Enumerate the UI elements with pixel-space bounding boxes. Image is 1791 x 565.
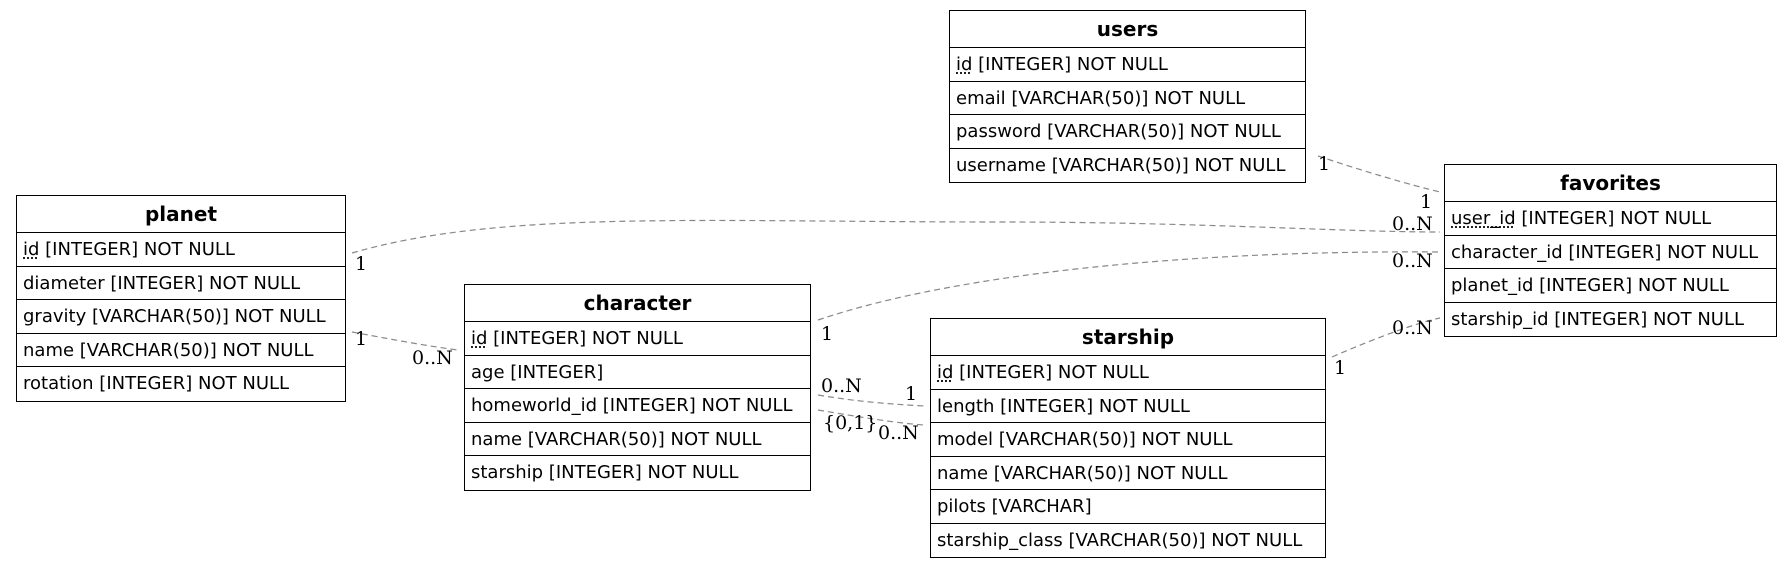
primary-key: user_id <box>1451 208 1516 229</box>
column-text: username [VARCHAR(50)] NOT NULL <box>956 154 1286 176</box>
column-row: planet_id [INTEGER] NOT NULL <box>1445 269 1776 303</box>
primary-key: id <box>956 54 973 75</box>
card-character-starship-pilot-to: 0..N <box>878 422 919 444</box>
column-row: email [VARCHAR(50)] NOT NULL <box>950 82 1305 115</box>
table-title: users <box>950 11 1305 48</box>
card-character-starship-pilot-from: {0,1} <box>823 412 877 434</box>
card-character-starship-homeworld-to: 1 <box>905 383 917 405</box>
card-users-favorites-to: 1 <box>1420 191 1432 213</box>
column-row: homeworld_id [INTEGER] NOT NULL <box>465 389 810 423</box>
column-text: [INTEGER] NOT NULL <box>972 54 1168 75</box>
card-character-starship-homeworld-from: 0..N <box>821 375 862 397</box>
column-text: name [VARCHAR(50)] NOT NULL <box>471 428 762 450</box>
card-starship-favorites-from: 1 <box>1334 357 1346 379</box>
edge-character-favorites <box>817 251 1441 321</box>
column-text: pilots [VARCHAR] <box>937 496 1092 517</box>
card-planet-character-from: 1 <box>355 328 367 350</box>
column-text: model [VARCHAR(50)] NOT NULL <box>937 429 1233 450</box>
column-row: starship_class [VARCHAR(50)] NOT NULL <box>931 524 1325 558</box>
column-text: [INTEGER] NOT NULL <box>953 362 1149 383</box>
column-text: name [VARCHAR(50)] NOT NULL <box>937 462 1228 484</box>
column-row: id [INTEGER] NOT NULL <box>931 356 1325 390</box>
column-row: id [INTEGER] NOT NULL <box>17 233 345 267</box>
column-text: name [VARCHAR(50)] NOT NULL <box>23 339 314 361</box>
column-row: starship [INTEGER] NOT NULL <box>465 456 810 490</box>
card-planet-favorites-to: 0..N <box>1392 213 1433 235</box>
column-row: user_id [INTEGER] NOT NULL <box>1445 202 1776 236</box>
table-title: starship <box>931 319 1325 356</box>
column-row: pilots [VARCHAR] <box>931 490 1325 524</box>
primary-key: id <box>23 239 40 260</box>
column-text: age [INTEGER] <box>471 361 604 383</box>
table-title: character <box>465 285 810 322</box>
table-title: favorites <box>1445 165 1776 202</box>
card-users-favorites-from: 1 <box>1318 153 1330 175</box>
primary-key: id <box>937 362 954 383</box>
column-row: character_id [INTEGER] NOT NULL <box>1445 236 1776 269</box>
column-row: gravity [VARCHAR(50)] NOT NULL <box>17 300 345 334</box>
edge-planet-favorites <box>351 219 1441 254</box>
column-row: age [INTEGER] <box>465 356 810 389</box>
column-row: model [VARCHAR(50)] NOT NULL <box>931 423 1325 457</box>
column-text: [INTEGER] NOT NULL <box>487 328 683 349</box>
column-row: rotation [INTEGER] NOT NULL <box>17 367 345 401</box>
column-text: rotation [INTEGER] NOT NULL <box>23 373 290 394</box>
edge-character-starship-pilot <box>817 409 925 426</box>
table-starship: starship id [INTEGER] NOT NULL length [I… <box>930 318 1326 558</box>
card-planet-character-to: 0..N <box>412 347 453 369</box>
edge-character-starship-homeworld <box>817 394 925 407</box>
edge-planet-character <box>351 331 459 351</box>
table-planet: planet id [INTEGER] NOT NULL diameter [I… <box>16 195 346 402</box>
column-row: starship_id [INTEGER] NOT NULL <box>1445 303 1776 337</box>
card-character-favorites-from: 1 <box>821 323 833 345</box>
card-character-favorites-to: 0..N <box>1392 250 1433 272</box>
column-row: name [VARCHAR(50)] NOT NULL <box>17 334 345 367</box>
column-text: length [INTEGER] NOT NULL <box>937 395 1190 417</box>
column-text: [INTEGER] NOT NULL <box>1515 208 1712 229</box>
column-text: starship_class [VARCHAR(50)] NOT NULL <box>937 529 1303 551</box>
card-planet-favorites-from: 1 <box>355 253 367 275</box>
primary-key: id <box>471 328 488 349</box>
column-row: length [INTEGER] NOT NULL <box>931 390 1325 423</box>
column-text: homeworld_id [INTEGER] NOT NULL <box>471 395 793 416</box>
column-row: username [VARCHAR(50)] NOT NULL <box>950 149 1305 183</box>
column-text: character_id [INTEGER] NOT NULL <box>1451 241 1759 263</box>
column-text: password [VARCHAR(50)] NOT NULL <box>956 121 1281 142</box>
column-row: id [INTEGER] NOT NULL <box>465 322 810 356</box>
column-text: [INTEGER] NOT NULL <box>39 239 235 260</box>
column-row: name [VARCHAR(50)] NOT NULL <box>465 423 810 456</box>
table-favorites: favorites user_id [INTEGER] NOT NULL cha… <box>1444 164 1777 337</box>
card-starship-favorites-to: 0..N <box>1392 317 1433 339</box>
column-row: name [VARCHAR(50)] NOT NULL <box>931 457 1325 490</box>
table-character: character id [INTEGER] NOT NULL age [INT… <box>464 284 811 491</box>
column-text: gravity [VARCHAR(50)] NOT NULL <box>23 306 326 327</box>
edge-users-favorites <box>1317 155 1441 193</box>
table-users: users id [INTEGER] NOT NULL email [VARCH… <box>949 10 1306 183</box>
column-text: diameter [INTEGER] NOT NULL <box>23 272 301 294</box>
column-text: starship_id [INTEGER] NOT NULL <box>1451 308 1745 330</box>
column-text: planet_id [INTEGER] NOT NULL <box>1451 275 1729 296</box>
column-row: id [INTEGER] NOT NULL <box>950 48 1305 82</box>
table-title: planet <box>17 196 345 233</box>
column-text: email [VARCHAR(50)] NOT NULL <box>956 87 1246 109</box>
column-text: starship [INTEGER] NOT NULL <box>471 462 739 483</box>
column-row: diameter [INTEGER] NOT NULL <box>17 267 345 300</box>
column-row: password [VARCHAR(50)] NOT NULL <box>950 115 1305 149</box>
